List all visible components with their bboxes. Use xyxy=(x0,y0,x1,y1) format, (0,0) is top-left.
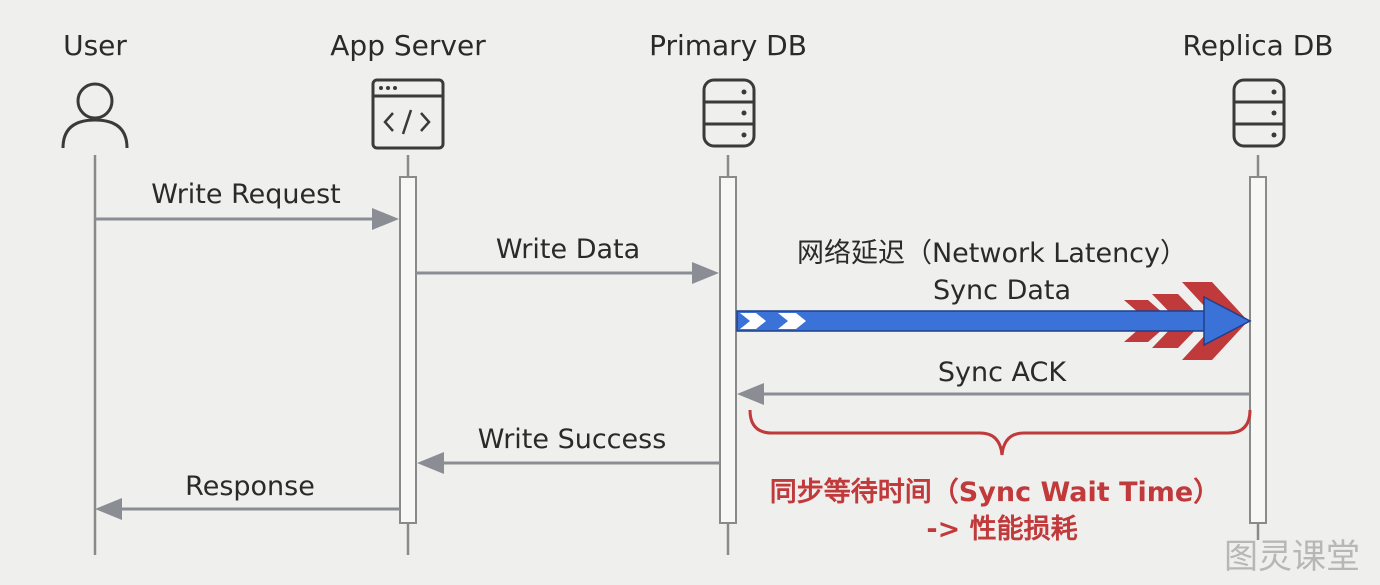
participant-title-app-server: App Server xyxy=(330,29,486,62)
arrow-write-data xyxy=(416,262,719,284)
activation-replica-db xyxy=(1249,176,1267,524)
arrow-sync-data xyxy=(736,282,1252,360)
code-window-icon xyxy=(371,78,445,150)
window-dots-icon xyxy=(379,86,397,90)
activation-app-server xyxy=(399,176,417,524)
participant-title-user: User xyxy=(63,29,127,62)
database-icon-replica xyxy=(1232,78,1286,148)
database-lights-replica xyxy=(1271,89,1277,138)
annotation-sync-wait-time: 同步等待时间（Sync Wait Time） xyxy=(770,476,1220,508)
watermark: 图灵课堂 xyxy=(1224,537,1360,577)
annotation-performance-cost: -> 性能损耗 xyxy=(926,513,1077,545)
arrow-write-success xyxy=(417,452,720,474)
participant-title-replica-db: Replica DB xyxy=(1183,29,1334,62)
label-sync-data: Sync Data xyxy=(933,275,1071,306)
label-sync-ack: Sync ACK xyxy=(938,357,1068,388)
user-icon xyxy=(61,82,129,149)
label-response: Response xyxy=(185,471,315,502)
label-network-latency: 网络延迟（Network Latency） xyxy=(797,238,1187,269)
arrow-write-request xyxy=(95,208,399,230)
arrow-response xyxy=(95,498,400,520)
label-write-success: Write Success xyxy=(478,424,667,455)
participant-title-primary-db: Primary DB xyxy=(649,29,807,62)
label-write-request: Write Request xyxy=(151,179,341,210)
database-lights-primary xyxy=(741,89,747,138)
database-icon-primary xyxy=(702,78,756,148)
arrow-sync-ack xyxy=(737,383,1250,405)
sync-wait-brace xyxy=(748,409,1252,456)
activation-primary-db xyxy=(719,176,737,524)
label-write-data: Write Data xyxy=(496,234,640,265)
